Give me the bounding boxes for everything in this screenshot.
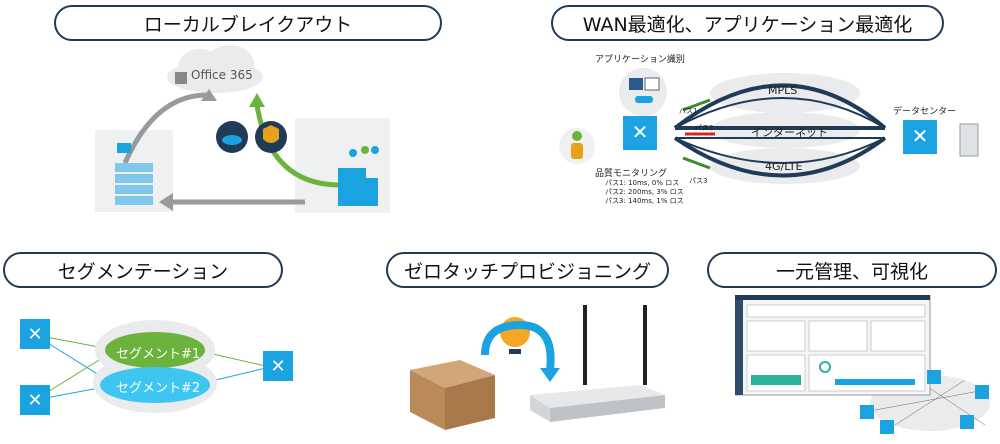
path2-tag: パス2 bbox=[695, 124, 714, 132]
quality-item-1: パス1: 10ms, 0% ロス bbox=[605, 179, 680, 187]
segmentation-title: セグメンテーション bbox=[3, 252, 283, 288]
quality-item-3: パス3: 140ms, 1% ロス bbox=[605, 197, 684, 205]
segment2-label: セグメント#2 bbox=[116, 381, 201, 396]
quality-item-2: パス2: 200ms, 3% ロス bbox=[605, 188, 684, 196]
internet-label: インターネット bbox=[751, 126, 828, 139]
local-breakout-diagram: Office 365 bbox=[95, 45, 395, 220]
segment1-label: セグメント#1 bbox=[116, 347, 201, 362]
router-device-icon bbox=[530, 305, 665, 422]
quality-monitoring-label: 品質モニタリング bbox=[595, 169, 668, 179]
path3-tag: パス3 bbox=[689, 177, 708, 185]
svg-text:✕: ✕ bbox=[632, 120, 649, 144]
segmentation-diagram: ✕ ✕ ✕ セグメント#1 セグメント#2 bbox=[15, 305, 300, 425]
lte-label: 4G/LTE bbox=[765, 160, 803, 173]
office365-cloud-icon bbox=[167, 45, 263, 93]
wan-optimization-diagram: ✕ ✕ アプリケーション識別 データセンター MPLS インターネット 4G/L… bbox=[555, 48, 995, 218]
ztp-diagram bbox=[400, 300, 670, 435]
path1-tag: パス1 bbox=[679, 107, 698, 115]
wan-optimization-title: WAN最適化、アプリケーション最適化 bbox=[551, 5, 944, 41]
datacenter-label: データセンター bbox=[893, 107, 957, 117]
cardboard-box-icon bbox=[410, 360, 495, 430]
mpls-label: MPLS bbox=[768, 84, 798, 97]
central-management-title: 一元管理、可視化 bbox=[707, 252, 997, 288]
management-diagram bbox=[734, 294, 997, 440]
office365-label: Office 365 bbox=[191, 68, 253, 82]
svg-text:✕: ✕ bbox=[912, 124, 929, 148]
svg-text:✕: ✕ bbox=[27, 390, 42, 411]
app-id-label: アプリケーション識別 bbox=[595, 55, 685, 65]
svg-text:✕: ✕ bbox=[270, 356, 285, 377]
svg-text:✕: ✕ bbox=[27, 324, 42, 345]
local-breakout-title: ローカルブレイクアウト bbox=[54, 5, 442, 41]
ztp-title: ゼロタッチプロビジョニング bbox=[386, 252, 669, 288]
